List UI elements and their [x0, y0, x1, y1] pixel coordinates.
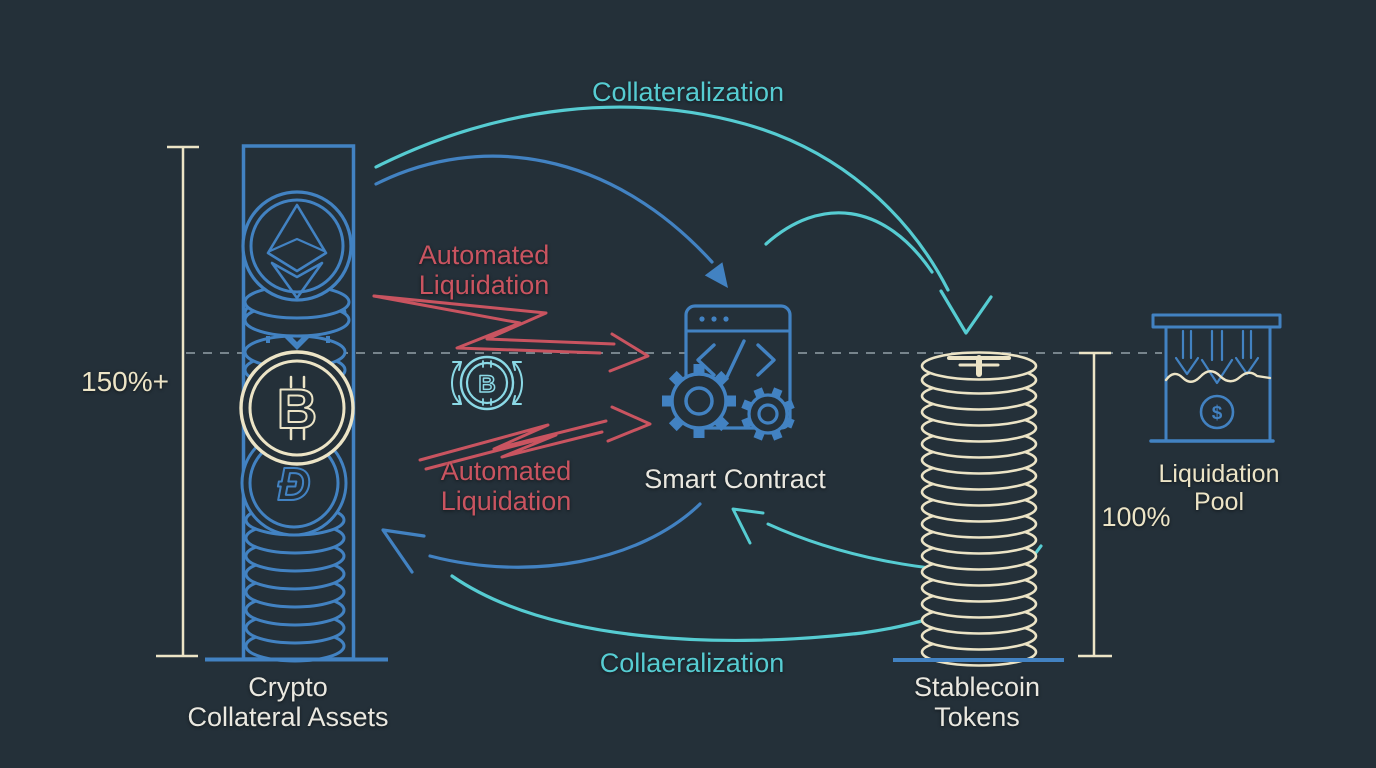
stablecoin-tokens-label: Stablecoin Tokens: [914, 672, 1040, 732]
gear-small-icon: [741, 387, 795, 441]
automated-liquidation-label-bottom: Automated Liquidation: [441, 456, 572, 516]
ethereum-coin-icon: [241, 190, 353, 302]
stablecoin-ratio-label: 100%: [1101, 502, 1171, 532]
smart-contract-icon: [662, 304, 795, 441]
liquidation-pool-icon: $: [1149, 313, 1282, 443]
crypto-assets-line1: Crypto: [248, 672, 328, 702]
automated-liquidation-arrow-bottom: [418, 405, 652, 471]
collateral-measure-line: [156, 145, 199, 658]
teal-small-arrowhead: [731, 507, 765, 545]
collateral-ratio-label: 150%+: [81, 366, 169, 397]
dollar-coin-icon: $: [1199, 394, 1235, 430]
svg-text:B: B: [478, 371, 495, 398]
crypto-assets-line2: Collateral Assets: [187, 702, 389, 733]
liquidation-pool-line2: Pool: [1193, 488, 1245, 516]
automated-liquidation-line2: Liquidation: [418, 270, 550, 301]
bitcoin-coin-icon: B: [239, 350, 355, 466]
teal-open-arrowhead: [939, 289, 993, 335]
deposit-arrow-blue: [374, 154, 728, 288]
svg-text:B: B: [277, 377, 317, 440]
collateralization-bottom-label: Collaeralization: [599, 648, 785, 678]
collateralization-top-label: Collateralization: [591, 77, 785, 107]
stablecoin-line1: Stablecoin: [913, 672, 1041, 702]
svg-text:$: $: [1212, 403, 1223, 424]
stablecoin-measure-line: [1078, 351, 1112, 658]
automated-liquidation-line2: Liquidation: [440, 486, 572, 517]
crypto-collateral-stack: Đ B: [205, 144, 388, 663]
stablecoin-stack: [893, 351, 1064, 667]
blue-filled-arrowhead: [704, 262, 728, 288]
stablecoin-line2: Tokens: [934, 702, 1020, 733]
bitcoin-exchange-icon: B: [451, 355, 523, 411]
tether-coin-icon: [947, 355, 1011, 377]
liquidation-pool-line1: Liquidation: [1158, 460, 1280, 488]
exchange-arrows-right: [512, 361, 523, 405]
pool-liquid-wave: [1164, 370, 1272, 383]
blue-open-arrowhead: [381, 528, 426, 574]
liquidation-pool-label: Liquidation Pool: [1159, 460, 1280, 516]
smart-contract-label: Smart Contract: [644, 464, 826, 494]
automated-liquidation-line1: Automated: [418, 240, 550, 270]
crypto-collateral-assets-label: Crypto Collateral Assets: [187, 672, 388, 732]
inflow-arrows-icon: [1174, 329, 1260, 385]
automated-liquidation-arrow-top: [372, 294, 650, 373]
return-arrow-blue: [381, 502, 702, 574]
automated-liquidation-label-top: Automated Liquidation: [419, 240, 550, 300]
exchange-arrows-left: [451, 361, 462, 405]
svg-text:Đ: Đ: [277, 458, 310, 510]
collateralization-arrow-teal: [374, 105, 993, 335]
gear-large-icon: [662, 364, 736, 438]
code-icon: [696, 343, 716, 377]
automated-liquidation-line1: Automated: [440, 456, 572, 486]
